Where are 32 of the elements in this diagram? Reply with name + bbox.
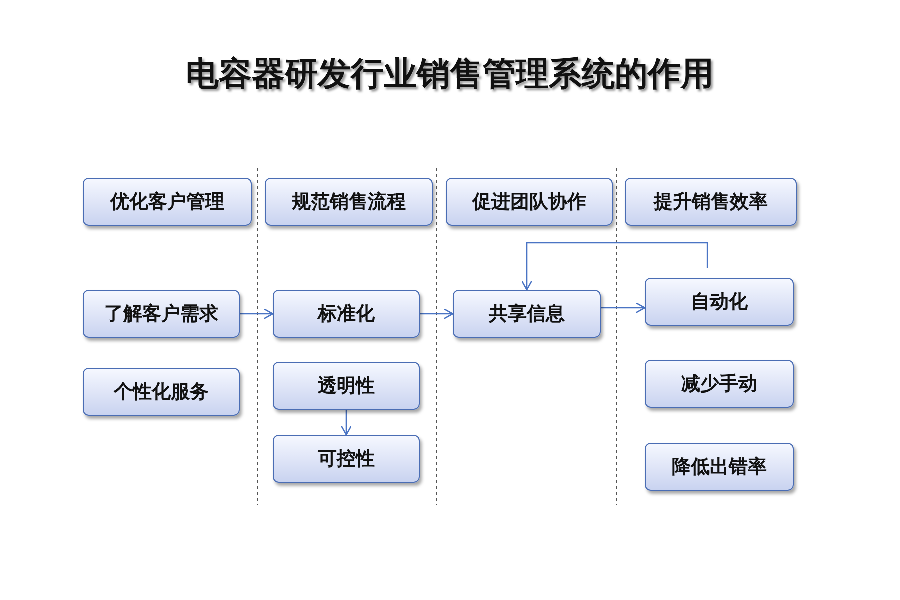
- category-box: [625, 178, 797, 226]
- category-box: [83, 178, 252, 226]
- item-box: [83, 290, 240, 338]
- diagram-title: 电容器研发行业销售管理系统的作用: [185, 53, 715, 95]
- arrow: [240, 308, 274, 320]
- arrow: [521, 242, 708, 291]
- item-box: [453, 290, 601, 338]
- item-box: [273, 290, 420, 338]
- box-label: 促进团队协作: [472, 190, 586, 215]
- box-label: 自动化: [691, 290, 748, 315]
- arrow: [420, 308, 454, 320]
- category-box: [446, 178, 613, 226]
- item-box: [83, 368, 240, 416]
- arrow: [601, 302, 646, 314]
- box-label: 了解客户需求: [104, 302, 218, 327]
- item-box: [273, 362, 420, 410]
- item-box: [645, 360, 794, 408]
- box-label: 提升销售效率: [654, 190, 768, 215]
- item-box: [645, 443, 794, 491]
- category-box: [265, 178, 433, 226]
- box-label: 可控性: [318, 447, 375, 472]
- box-label: 规范销售流程: [292, 190, 406, 215]
- box-label: 透明性: [318, 374, 375, 399]
- box-label: 个性化服务: [114, 380, 209, 405]
- box-label: 优化客户管理: [110, 190, 224, 215]
- item-box: [273, 435, 420, 483]
- box-label: 减少手动: [682, 372, 758, 397]
- box-label: 共享信息: [489, 302, 565, 327]
- item-box: [645, 278, 794, 326]
- box-label: 标准化: [318, 302, 375, 327]
- box-label: 降低出错率: [672, 455, 767, 480]
- arrow: [340, 410, 352, 436]
